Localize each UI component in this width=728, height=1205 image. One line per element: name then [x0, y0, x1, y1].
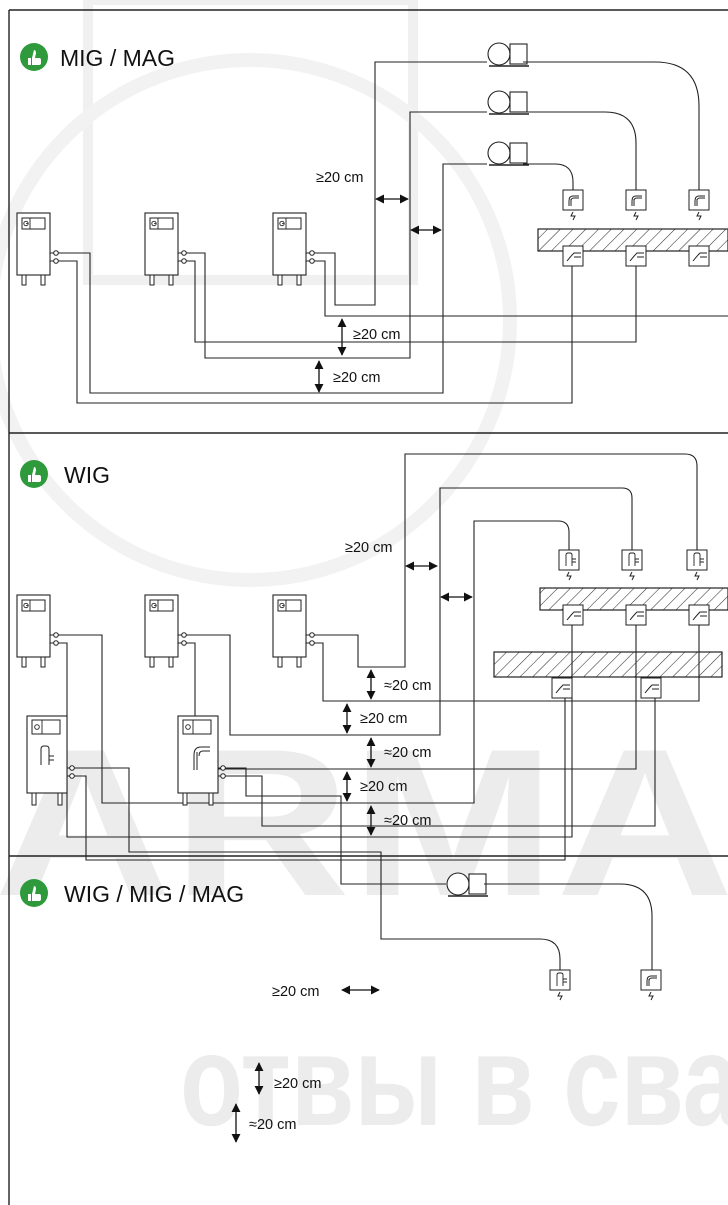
cables — [58, 61, 728, 404]
distance-label: ≥20 cm — [345, 540, 392, 556]
distance-arrows — [231, 985, 380, 1143]
distance-label: ≥20 cm — [360, 779, 407, 795]
distance-label: ≥20 cm — [274, 1076, 321, 1092]
distance-label: ≥20 cm — [360, 711, 407, 727]
distance-label: ≥20 cm — [333, 370, 380, 386]
welding-machine — [16, 594, 59, 668]
mig-torch — [562, 189, 584, 221]
workpiece — [493, 651, 723, 678]
panel-title: MIG / MAG — [60, 45, 175, 71]
panel-wig: WIG ≥20 cm ≈20 cm ≥20 — [16, 453, 728, 838]
panel-mig-mag: MIG / MAG ≥20 — [16, 42, 728, 404]
tig-torch — [558, 549, 580, 581]
ground-clamp — [625, 604, 647, 626]
distance-label: ≈20 cm — [384, 678, 431, 694]
welding-machine — [272, 212, 315, 286]
welding-machine-tig — [26, 715, 75, 806]
ground-clamp — [562, 604, 584, 626]
panel-wig-mig-mag: WIG / MIG / MAG — [20, 651, 723, 1143]
watermark-logo: ARMA — [0, 705, 728, 940]
welding-machine-mig — [177, 715, 226, 806]
mig-torch — [688, 189, 710, 221]
ground-clamp — [562, 245, 584, 267]
ground-clamp — [688, 604, 710, 626]
distance-label: ≥20 cm — [316, 170, 363, 186]
distance-arrows — [342, 561, 473, 836]
mig-torch — [640, 969, 662, 1001]
tig-torch — [621, 549, 643, 581]
watermark: ARMA отвы в сва — [0, 0, 728, 1153]
watermark-tagline: отвы в сва — [180, 1007, 728, 1153]
ground-clamp — [688, 245, 710, 267]
thumbs-up-icon — [20, 460, 48, 488]
panel-title: WIG — [64, 462, 110, 488]
ground-clamp — [625, 245, 647, 267]
cables — [74, 698, 656, 970]
distance-label: ≥20 cm — [353, 327, 400, 343]
welding-machine — [272, 594, 315, 668]
wire-feeder — [487, 42, 530, 67]
distance-label: ≈20 cm — [249, 1117, 296, 1133]
welding-machine — [144, 594, 187, 668]
tig-torch — [549, 969, 571, 1001]
wire-feeder — [487, 141, 530, 166]
distance-label: ≥20 cm — [272, 984, 319, 1000]
ground-clamp — [551, 677, 573, 699]
thumbs-up-icon — [20, 43, 48, 71]
thumbs-up-icon — [20, 879, 48, 907]
mig-torch-icon — [193, 746, 210, 770]
tig-torch — [686, 549, 708, 581]
mig-torch — [625, 189, 647, 221]
ground-clamp — [640, 677, 662, 699]
distance-label: ≈20 cm — [384, 745, 431, 761]
distance-arrows — [314, 194, 442, 393]
tig-torch-icon — [40, 745, 54, 765]
wire-feeder — [487, 90, 530, 115]
panel-title: WIG / MIG / MAG — [64, 881, 244, 907]
panel-frames — [8, 9, 728, 1205]
cables — [58, 453, 700, 838]
distance-label: ≈20 cm — [384, 813, 431, 829]
welding-machine — [16, 212, 59, 286]
welding-machine — [144, 212, 187, 286]
